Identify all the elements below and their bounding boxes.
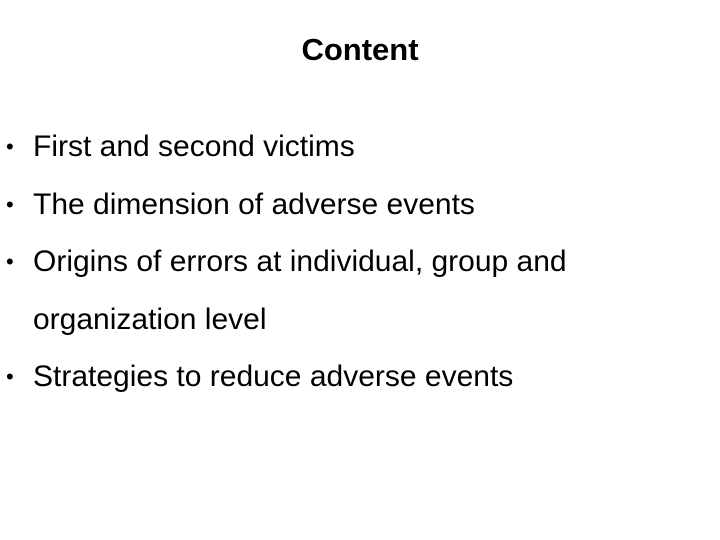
bullet-dot-icon: • — [6, 191, 14, 217]
list-item-label: The dimension of adverse events — [33, 187, 475, 221]
list-item: • The dimension of adverse events — [0, 176, 720, 234]
bullet-list: • First and second victims • The dimensi… — [0, 118, 720, 406]
bullet-dot-icon: • — [6, 134, 14, 159]
slide-body: • First and second victims • The dimensi… — [0, 118, 720, 406]
page-title: Content — [301, 32, 419, 67]
list-item: • First and second victims — [0, 118, 720, 176]
list-item-label: First and second victims — [33, 130, 355, 163]
list-item-label: Origins of errors at individual, group a… — [33, 245, 567, 336]
list-item: • Strategies to reduce adverse events — [0, 348, 720, 406]
list-item: • Origins of errors at individual, group… — [0, 233, 720, 348]
bullet-dot-icon: • — [6, 249, 14, 274]
bullet-dot-icon: • — [6, 364, 14, 389]
list-item-label: Strategies to reduce adverse events — [33, 360, 514, 393]
